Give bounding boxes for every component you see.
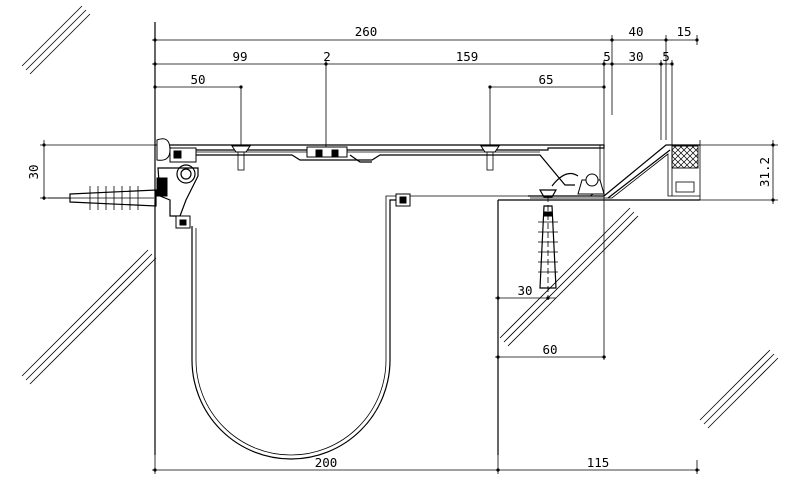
dim-65: 65 bbox=[538, 72, 553, 87]
dim-260: 260 bbox=[355, 24, 378, 39]
dim-30-left: 30 bbox=[26, 164, 41, 179]
cover-screws bbox=[231, 145, 500, 171]
dim-2: 2 bbox=[323, 49, 331, 64]
dim-31-2: 31.2 bbox=[757, 157, 772, 187]
dim-200: 200 bbox=[315, 455, 338, 470]
dim-115: 115 bbox=[587, 455, 610, 470]
right-frame-profile bbox=[528, 140, 701, 200]
dim-50: 50 bbox=[190, 72, 205, 87]
flexible-membrane bbox=[191, 193, 540, 460]
dim-30-top: 30 bbox=[628, 49, 643, 64]
dim-159: 159 bbox=[456, 49, 479, 64]
right-slab-anchor bbox=[538, 196, 558, 300]
dimension-lines bbox=[40, 35, 778, 474]
substrate-outline bbox=[154, 22, 700, 455]
dimension-ticks bbox=[42, 38, 775, 472]
dimension-labels: 260 40 15 99 2 159 5 30 5 50 65 30 31.2 … bbox=[26, 24, 772, 470]
dim-5-left: 5 bbox=[603, 49, 611, 64]
section-break-lines bbox=[21, 5, 779, 429]
cover-plate-profile bbox=[166, 144, 605, 197]
dim-5-right: 5 bbox=[662, 49, 670, 64]
dim-15: 15 bbox=[676, 24, 691, 39]
left-clamp-assembly bbox=[156, 138, 199, 229]
dim-60-depth: 60 bbox=[542, 342, 557, 357]
dim-99: 99 bbox=[232, 49, 247, 64]
dim-40: 40 bbox=[628, 24, 643, 39]
left-wall-anchor bbox=[48, 186, 157, 210]
dim-30-depth: 30 bbox=[517, 283, 532, 298]
